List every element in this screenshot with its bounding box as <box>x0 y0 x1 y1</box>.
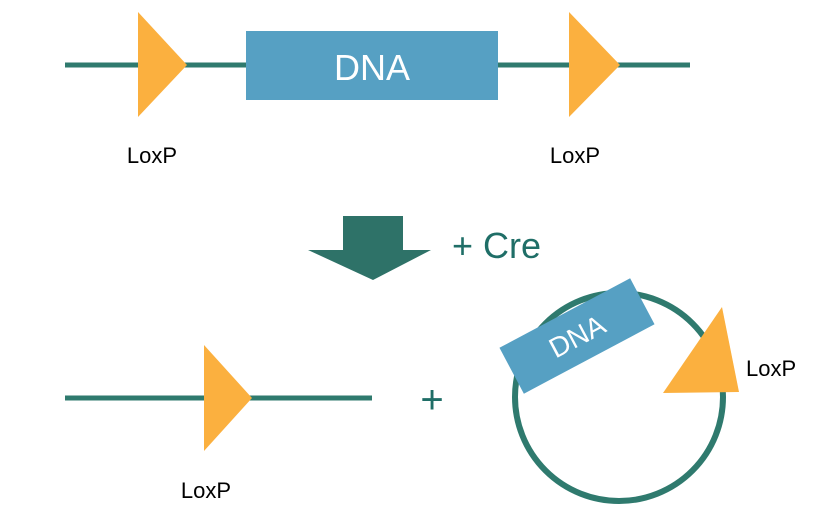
circle-dna-box-group: DNA <box>499 278 655 394</box>
loxp-right-label: LoxP <box>550 143 600 168</box>
plus-sign: + <box>420 378 443 422</box>
down-arrow <box>308 216 431 280</box>
loxp-linear-triangle <box>204 345 252 451</box>
dna-box-label: DNA <box>334 47 410 88</box>
loxp-circle-label: LoxP <box>746 356 796 381</box>
loxp-circle-triangle <box>663 307 739 393</box>
add-cre-label: + Cre <box>452 225 541 266</box>
loxp-left-label: LoxP <box>127 143 177 168</box>
loxp-right-triangle <box>569 12 620 117</box>
loxp-linear-label: LoxP <box>181 478 231 503</box>
circle-dna-box <box>499 278 655 394</box>
dna-box <box>246 31 498 100</box>
loxp-left-triangle <box>138 12 187 117</box>
